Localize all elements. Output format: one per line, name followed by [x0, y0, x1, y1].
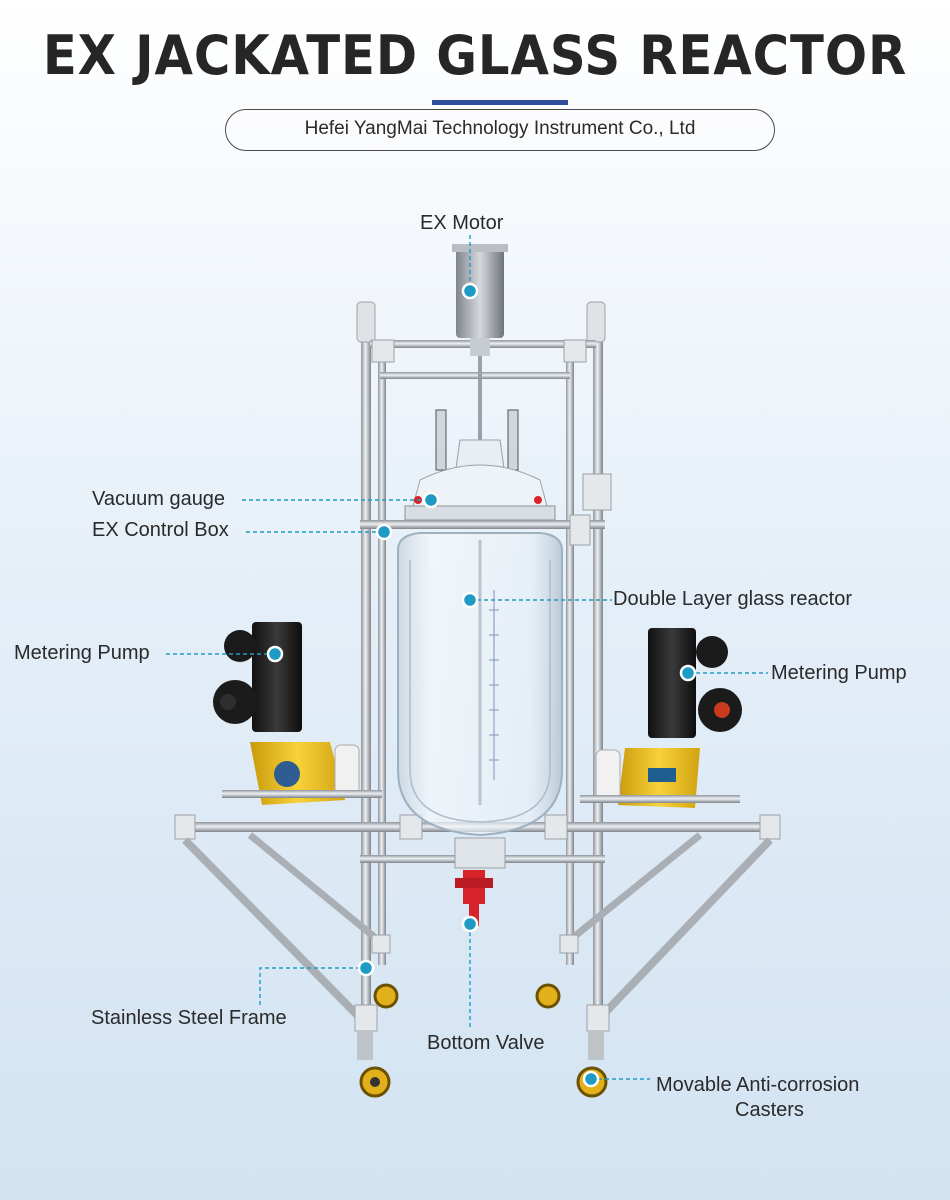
label-metering-pump-right: Metering Pump	[771, 662, 907, 684]
label-glass-reactor: Double Layer glass reactor	[613, 588, 853, 610]
label-vacuum-gauge: Vacuum gauge	[92, 488, 226, 510]
company-name: Hefei YangMai Technology Instrument Co.,…	[304, 118, 696, 139]
reactor-lid	[404, 409, 556, 521]
marker-dots	[266, 282, 697, 1088]
title-underline	[432, 100, 568, 105]
leader-lines	[166, 235, 768, 1080]
label-casters-line1: Movable Anti-corrosion	[656, 1074, 860, 1096]
label-stainless-frame: Stainless Steel Frame	[91, 1007, 287, 1029]
page-title: EX JACKATED GLASS REACTOR	[42, 24, 908, 87]
label-metering-pump-left: Metering Pump	[14, 642, 150, 664]
label-control-box: EX Control Box	[92, 519, 229, 541]
company-pill	[225, 109, 775, 151]
label-bottom-valve: Bottom Valve	[427, 1032, 545, 1054]
metering-pump-left	[213, 622, 382, 805]
label-casters-line2: Casters	[735, 1099, 804, 1121]
metering-pump-right	[580, 628, 742, 808]
glass-reactor-vessel	[397, 532, 563, 869]
label-ex-motor: EX Motor	[420, 212, 504, 234]
bottom-valve	[455, 870, 493, 926]
ex-motor	[452, 244, 508, 470]
